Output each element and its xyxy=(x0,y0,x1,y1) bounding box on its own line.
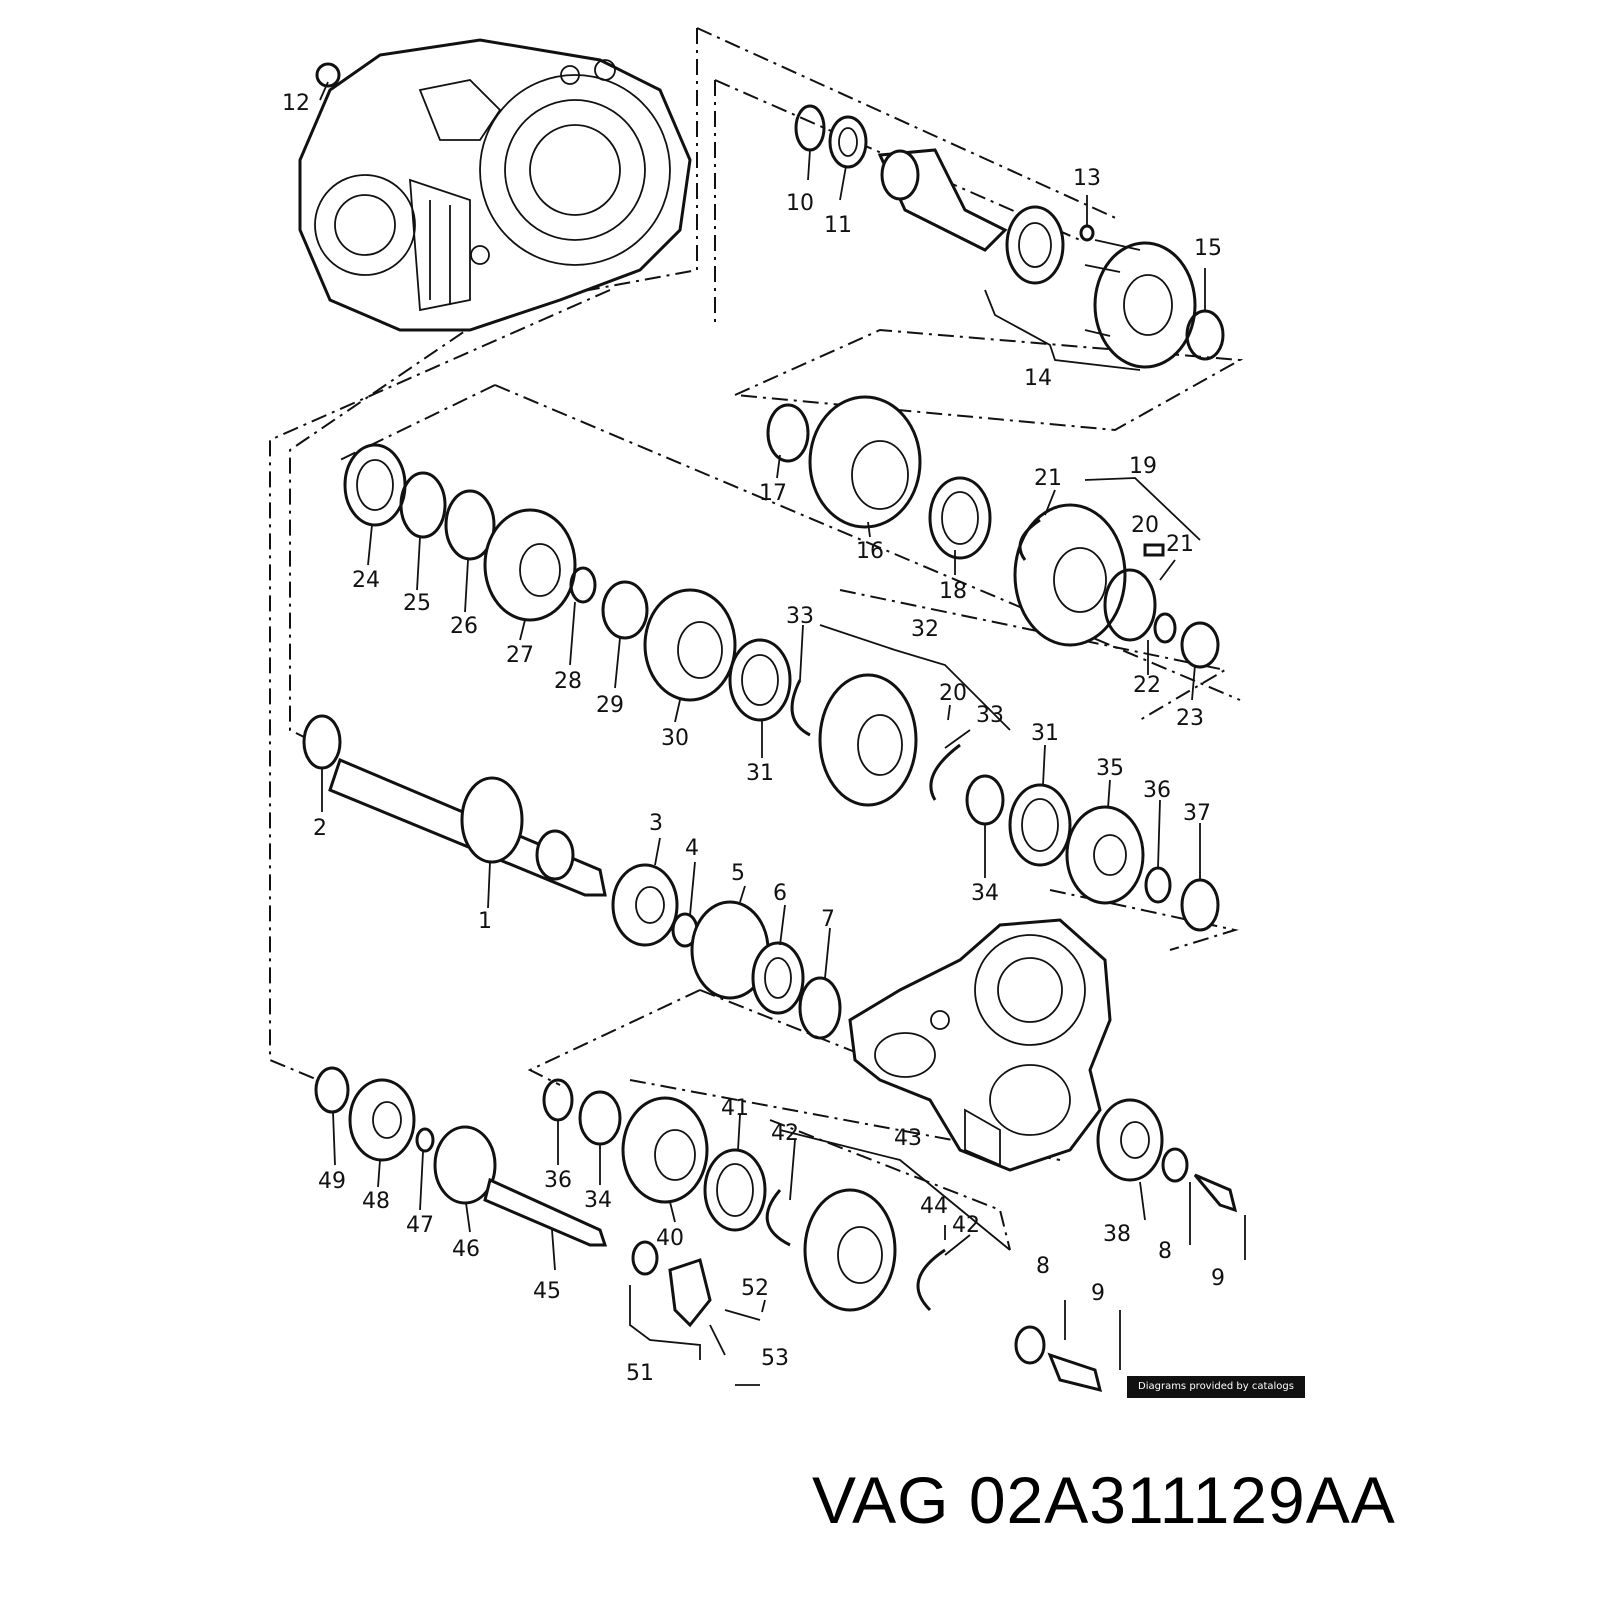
right-gear-row xyxy=(965,774,1220,932)
callout-22: 22 xyxy=(1133,673,1161,698)
callout-20: 20 xyxy=(939,681,967,706)
callout-20: 20 xyxy=(1131,513,1159,538)
callout-51: 51 xyxy=(626,1361,654,1386)
callout-6: 6 xyxy=(773,881,787,906)
callout-45: 45 xyxy=(533,1279,561,1304)
callout-2: 2 xyxy=(313,816,327,841)
transmission-housing xyxy=(298,38,692,332)
callout-14: 14 xyxy=(1024,366,1052,391)
part-number-caption: VAG 02A311129AA xyxy=(812,1463,1396,1537)
callout-38: 38 xyxy=(1103,1222,1131,1247)
callout-43: 43 xyxy=(894,1126,922,1151)
callout-19: 19 xyxy=(1129,454,1157,479)
callout-23: 23 xyxy=(1176,706,1204,731)
credit-banner: Diagrams provided by catalogs parts xyxy=(1127,1376,1305,1414)
main-shaft xyxy=(302,714,842,1040)
callout-labels: 1210111315141716192120211822232425262728… xyxy=(282,91,1225,1386)
callout-18: 18 xyxy=(939,579,967,604)
callout-47: 47 xyxy=(406,1213,434,1238)
lower-left-group xyxy=(314,1066,608,1247)
callout-28: 28 xyxy=(554,669,582,694)
lower-gear-cluster xyxy=(542,1078,1238,1393)
callout-34: 34 xyxy=(971,881,999,906)
callout-48: 48 xyxy=(362,1189,390,1214)
callout-42: 42 xyxy=(952,1213,980,1238)
callout-9: 9 xyxy=(1211,1266,1225,1291)
input-shaft-group xyxy=(794,104,1225,369)
callout-21: 21 xyxy=(1034,466,1062,491)
callout-29: 29 xyxy=(596,693,624,718)
callout-9: 9 xyxy=(1091,1281,1105,1306)
middle-gear-cluster xyxy=(343,443,961,807)
callout-41: 41 xyxy=(721,1096,749,1121)
callout-46: 46 xyxy=(452,1237,480,1262)
callout-4: 4 xyxy=(685,836,699,861)
callout-3: 3 xyxy=(649,811,663,836)
callout-7: 7 xyxy=(821,907,835,932)
callout-5: 5 xyxy=(731,861,745,886)
callout-30: 30 xyxy=(661,726,689,751)
callout-24: 24 xyxy=(352,568,380,593)
callout-35: 35 xyxy=(1096,756,1124,781)
callout-12: 12 xyxy=(282,91,310,116)
callout-1: 1 xyxy=(478,909,492,934)
callout-11: 11 xyxy=(824,213,852,238)
callout-53: 53 xyxy=(761,1346,789,1371)
callout-37: 37 xyxy=(1183,801,1211,826)
callout-10: 10 xyxy=(786,191,814,216)
callout-36: 36 xyxy=(544,1168,572,1193)
callout-33: 33 xyxy=(976,703,1004,728)
leader-lines xyxy=(319,81,1246,1386)
callout-40: 40 xyxy=(656,1226,684,1251)
callout-8: 8 xyxy=(1036,1254,1050,1279)
callout-26: 26 xyxy=(450,614,478,639)
lower-housing xyxy=(848,918,1112,1172)
callout-42: 42 xyxy=(771,1121,799,1146)
callout-44: 44 xyxy=(920,1194,948,1219)
callout-32: 32 xyxy=(911,617,939,642)
callout-36: 36 xyxy=(1143,778,1171,803)
callout-52: 52 xyxy=(741,1276,769,1301)
callout-17: 17 xyxy=(759,481,787,506)
callout-34: 34 xyxy=(584,1188,612,1213)
upper-gear-cluster xyxy=(766,395,1220,669)
callout-13: 13 xyxy=(1073,166,1101,191)
callout-33: 33 xyxy=(786,604,814,629)
callout-27: 27 xyxy=(506,643,534,668)
callout-25: 25 xyxy=(403,591,431,616)
callout-31: 31 xyxy=(1031,721,1059,746)
callout-8: 8 xyxy=(1158,1239,1172,1264)
callout-15: 15 xyxy=(1194,236,1222,261)
callout-21: 21 xyxy=(1166,532,1194,557)
callout-31: 31 xyxy=(746,761,774,786)
callout-49: 49 xyxy=(318,1169,346,1194)
callout-16: 16 xyxy=(856,539,884,564)
